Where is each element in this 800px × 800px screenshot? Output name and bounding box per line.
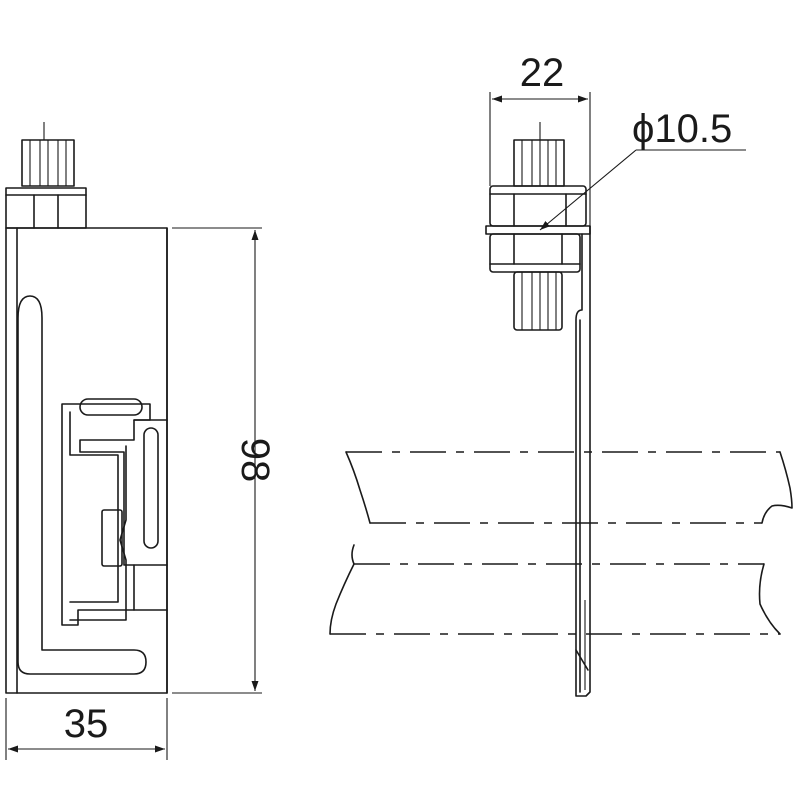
side-upper-nut [489, 185, 587, 227]
front-hex-nut [5, 187, 87, 229]
dimension-label-diameter: ϕ10.5 [632, 107, 732, 151]
front-threaded-rod [21, 122, 75, 187]
dimension-height-front: 98 [172, 227, 277, 694]
side-vertical-plate [575, 225, 591, 697]
side-view: 22 ϕ10.5 [329, 51, 793, 697]
dimension-label-22: 22 [520, 51, 565, 95]
front-view: 35 98 [5, 122, 277, 760]
dimension-label-35: 35 [64, 702, 109, 746]
side-plate-flange [485, 225, 591, 235]
background-pipe-lower [329, 544, 781, 635]
front-bracket-body [5, 227, 168, 694]
background-pipe-upper [345, 451, 793, 524]
side-threaded-rod-top [513, 122, 565, 187]
side-threaded-rod-bottom [513, 271, 563, 331]
dimension-label-98: 98 [233, 438, 277, 483]
dimension-width-front: 35 [5, 698, 168, 760]
dimension-hole-diameter: ϕ10.5 [539, 107, 746, 231]
dimension-width-side: 22 [489, 51, 591, 226]
side-lower-nut [489, 233, 581, 273]
